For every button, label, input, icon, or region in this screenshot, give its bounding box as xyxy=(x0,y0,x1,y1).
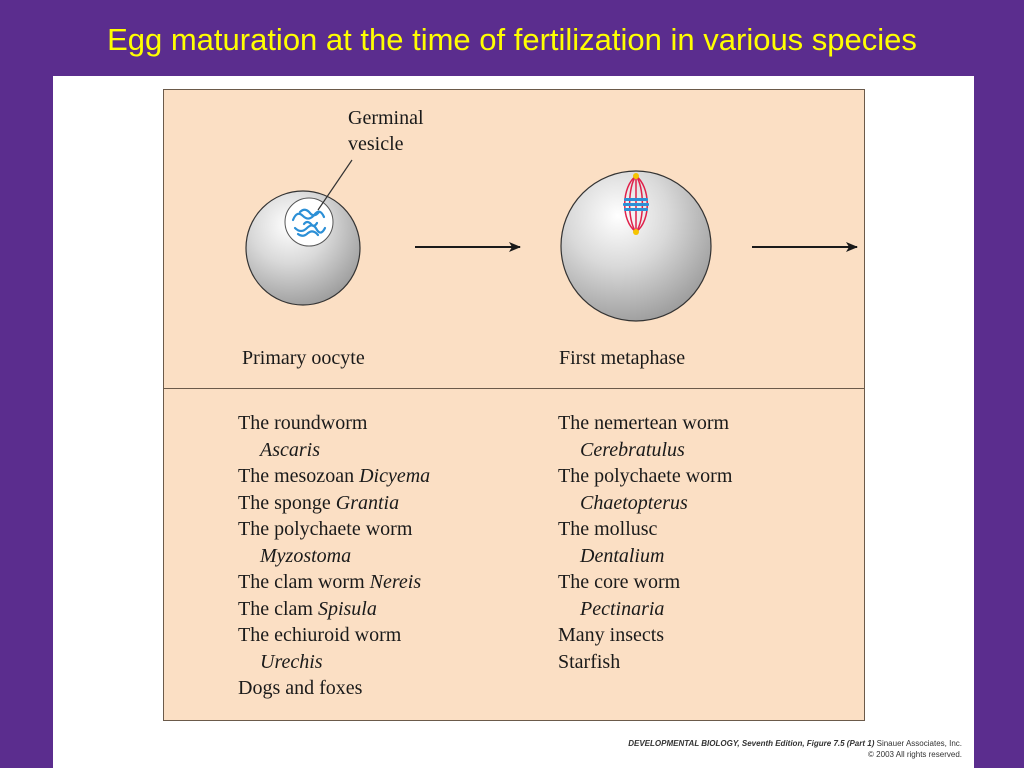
species-list-item: The clam Spisula xyxy=(238,596,430,623)
species-list-item: Pectinaria xyxy=(558,596,732,623)
species-list-item: The roundworm xyxy=(238,410,430,437)
species-genus-name: Cerebratulus xyxy=(580,438,685,461)
meiotic-spindle xyxy=(623,173,649,235)
species-list-item: Ascaris xyxy=(238,437,430,464)
caption-publisher: Sinauer Associates, Inc. xyxy=(876,739,962,748)
species-list-item: Cerebratulus xyxy=(558,437,732,464)
species-genus-name: Ascaris xyxy=(260,438,320,461)
species-list-item: The polychaete worm xyxy=(558,463,732,490)
species-common-name: The mollusc xyxy=(558,518,658,540)
species-genus-name: Urechis xyxy=(260,650,323,673)
species-common-name: Dogs and foxes xyxy=(238,677,363,699)
caption-figure: Figure 7.5 (Part 1) xyxy=(806,739,875,748)
species-genus-name: Dentalium xyxy=(580,544,665,567)
species-list-item: The nemertean worm xyxy=(558,410,732,437)
species-genus-name: Chaetopterus xyxy=(580,491,688,514)
species-list-item: The mesozoan Dicyema xyxy=(238,463,430,490)
stage-label-first-metaphase: First metaphase xyxy=(559,347,686,369)
figure-caption: DEVELOPMENTAL BIOLOGY, Seventh Edition, … xyxy=(628,738,962,760)
callout-line-2: vesicle xyxy=(348,133,404,155)
species-genus-name: Grantia xyxy=(335,491,400,514)
species-common-name: Many insects xyxy=(558,624,665,646)
figure-box xyxy=(163,89,865,721)
caption-copyright: © 2003 All rights reserved. xyxy=(868,750,962,759)
callout-line-1: Germinal xyxy=(348,107,424,129)
germinal-vesicle xyxy=(284,197,334,247)
species-genus-name: Dicyema xyxy=(359,465,431,487)
species-common-name: The polychaete worm xyxy=(558,465,733,487)
germinal-vesicle-label: Germinal vesicle xyxy=(348,105,424,157)
species-list-item: Urechis xyxy=(238,649,430,676)
species-common-name: Starfish xyxy=(558,650,621,673)
species-list-item: Dogs and foxes xyxy=(238,675,430,702)
species-common-name: The clam xyxy=(238,597,318,620)
species-list-item: Dentalium xyxy=(558,543,732,570)
species-list-item: The polychaete worm xyxy=(238,516,430,543)
species-common-name: The clam worm xyxy=(238,571,370,593)
species-genus-name: Spisula xyxy=(317,597,377,620)
species-list-item: The sponge Grantia xyxy=(238,490,430,517)
species-list-item: The clam worm Nereis xyxy=(238,569,430,596)
species-list-item: Many insects xyxy=(558,622,732,649)
first-metaphase-cell xyxy=(560,170,712,322)
species-list-item: Starfish xyxy=(558,649,732,676)
species-common-name: The echiuroid worm xyxy=(238,624,402,646)
species-list-item: The mollusc xyxy=(558,516,732,543)
species-list-item: Myzostoma xyxy=(238,543,430,570)
species-common-name: The mesozoan xyxy=(238,465,360,487)
species-common-name: The nemertean worm xyxy=(558,412,730,434)
species-list-item: Chaetopterus xyxy=(558,490,732,517)
species-genus-name: Myzostoma xyxy=(260,544,352,567)
divider-line xyxy=(163,388,865,389)
species-list-item: The echiuroid worm xyxy=(238,622,430,649)
species-common-name: The sponge xyxy=(238,491,336,514)
species-common-name: The core worm xyxy=(558,571,681,593)
callout-line xyxy=(317,159,353,211)
stage-label-primary-oocyte: Primary oocyte xyxy=(242,347,365,369)
caption-book: DEVELOPMENTAL BIOLOGY, Seventh Edition, xyxy=(628,739,805,748)
species-genus-name: Pectinaria xyxy=(580,597,665,620)
species-genus-name: Nereis xyxy=(369,571,422,593)
species-common-name: The roundworm xyxy=(238,412,368,434)
species-list-item: The core worm xyxy=(558,569,732,596)
species-common-name: The polychaete worm xyxy=(238,518,413,540)
slide-title: Egg maturation at the time of fertilizat… xyxy=(107,22,917,57)
